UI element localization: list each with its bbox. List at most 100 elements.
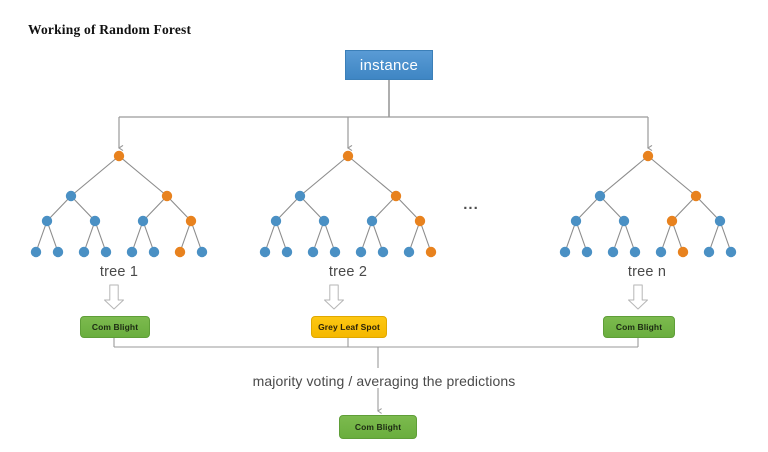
tree-edge	[70, 155, 120, 197]
prediction-box-tree-2[interactable]: Grey Leaf Spot	[311, 316, 387, 338]
tree-edge	[564, 220, 577, 253]
majority-voting-label: majority voting / averaging the predicti…	[252, 373, 516, 389]
tree-node-blue	[270, 215, 282, 227]
tree-node-orange	[414, 215, 426, 227]
tree-node-blue	[78, 246, 90, 258]
tree-edge	[660, 220, 673, 253]
tree-edge	[70, 195, 96, 222]
tree-edge	[419, 220, 432, 253]
tree-edge	[623, 220, 636, 253]
tree-node-blue	[594, 190, 606, 202]
tree-node-blue	[196, 246, 208, 258]
tree-edge	[599, 195, 625, 222]
tree-node-blue	[581, 246, 593, 258]
tree-node-blue	[148, 246, 160, 258]
final-prediction-box[interactable]: Com Blight	[339, 415, 417, 439]
tree-node-orange	[425, 246, 437, 258]
tree-edge	[575, 220, 588, 253]
tree-edge	[371, 220, 384, 253]
tree-node-blue	[307, 246, 319, 258]
tree-edge	[708, 220, 721, 253]
tree-node-orange	[390, 190, 402, 202]
tree-node-blue	[52, 246, 64, 258]
tree-node-blue	[318, 215, 330, 227]
tree-edge	[131, 220, 144, 253]
tree-edge	[575, 195, 601, 222]
vote-arrow-3	[628, 284, 648, 310]
tree-edge	[299, 155, 349, 197]
tree-node-blue	[629, 246, 641, 258]
tree-edge	[46, 220, 59, 253]
tree-node-blue	[607, 246, 619, 258]
decision-trees-layer	[30, 150, 737, 258]
tree-edge	[275, 195, 301, 222]
instance-distribution-connectors	[119, 80, 648, 148]
tree-node-blue	[403, 246, 415, 258]
tree-node-blue	[41, 215, 53, 227]
tree-node-blue	[126, 246, 138, 258]
tree-edge	[46, 195, 72, 222]
tree-n	[559, 150, 737, 258]
tree-edge	[94, 220, 107, 253]
tree-node-blue	[377, 246, 389, 258]
tree-node-blue	[725, 246, 737, 258]
tree-label-3: tree n	[627, 264, 667, 280]
tree-edge	[408, 220, 421, 253]
instance-box[interactable]: instance	[345, 50, 433, 80]
tree-node-blue	[89, 215, 101, 227]
tree-edge	[719, 220, 732, 253]
tree-node-orange	[161, 190, 173, 202]
tree-node-blue	[65, 190, 77, 202]
page-title: Working of Random Forest	[28, 22, 192, 37]
vote-arrow-layer	[104, 284, 648, 310]
tree-node-blue	[570, 215, 582, 227]
tree-edge	[142, 195, 168, 222]
tree-node-blue	[329, 246, 341, 258]
trees-ellipsis: ...	[463, 196, 479, 213]
tree-edge	[275, 220, 288, 253]
tree-edge	[179, 220, 192, 253]
tree-label-2: tree 2	[328, 264, 368, 280]
tree-edge	[312, 220, 325, 253]
tree-edge	[166, 195, 192, 222]
tree-node-orange	[666, 215, 678, 227]
tree-edge	[671, 220, 684, 253]
tree-node-blue	[137, 215, 149, 227]
tree-node-blue	[655, 246, 667, 258]
tree-edge	[35, 220, 48, 253]
prediction-box-tree-n[interactable]: Com Blight	[603, 316, 675, 338]
tree-edge	[599, 155, 649, 197]
tree-node-blue	[259, 246, 271, 258]
tree-edge	[347, 155, 397, 197]
tree-node-blue	[355, 246, 367, 258]
tree-edge	[695, 195, 721, 222]
tree-node-blue	[281, 246, 293, 258]
tree-1	[30, 150, 208, 258]
tree-edge	[612, 220, 625, 253]
tree-2	[259, 150, 437, 258]
tree-node-orange	[113, 150, 125, 162]
tree-edge	[83, 220, 96, 253]
tree-edge	[323, 220, 336, 253]
tree-node-blue	[559, 246, 571, 258]
tree-edge	[371, 195, 397, 222]
tree-node-blue	[714, 215, 726, 227]
prediction-box-tree-1[interactable]: Com Blight	[80, 316, 150, 338]
tree-node-blue	[703, 246, 715, 258]
tree-edge	[299, 195, 325, 222]
tree-label-1: tree 1	[99, 264, 139, 280]
tree-node-orange	[642, 150, 654, 162]
tree-node-blue	[100, 246, 112, 258]
tree-edge	[142, 220, 155, 253]
tree-node-orange	[174, 246, 186, 258]
tree-node-orange	[185, 215, 197, 227]
tree-node-orange	[342, 150, 354, 162]
tree-edge	[264, 220, 277, 253]
tree-edge	[647, 155, 697, 197]
tree-node-blue	[294, 190, 306, 202]
tree-node-orange	[677, 246, 689, 258]
tree-node-orange	[690, 190, 702, 202]
tree-node-blue	[30, 246, 42, 258]
